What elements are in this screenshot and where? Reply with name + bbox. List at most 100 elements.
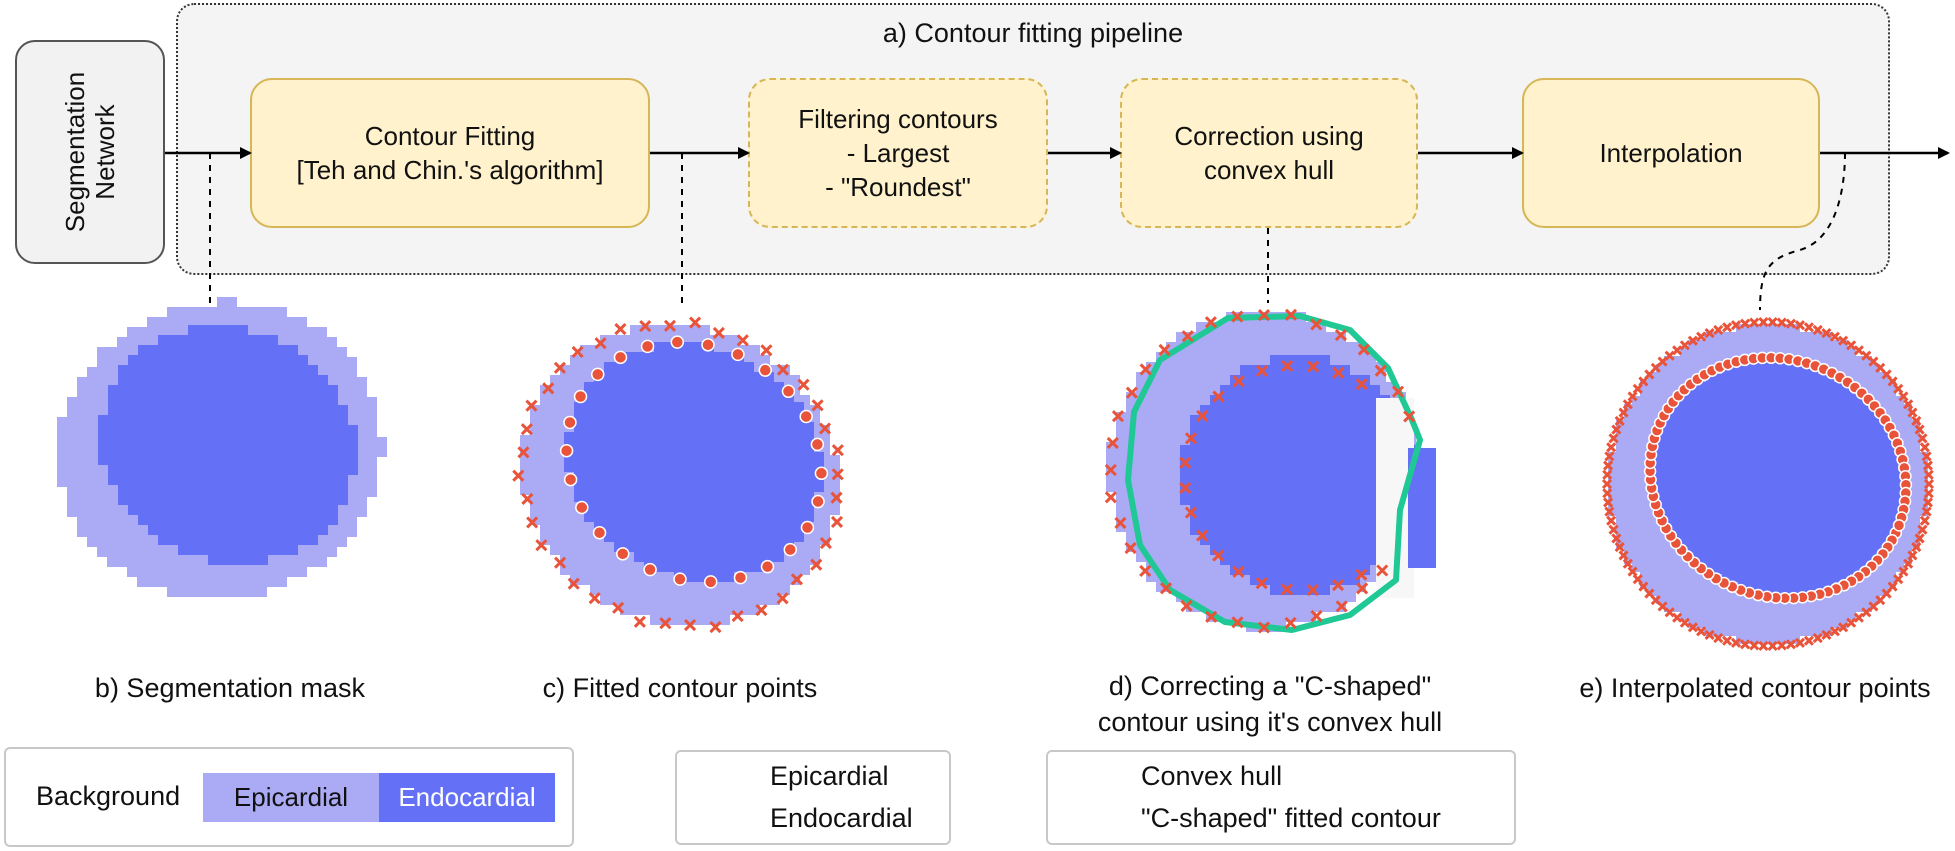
c-shaped-point [1180, 599, 1193, 613]
epicardial-point [1922, 497, 1934, 508]
panel-d-convex-hull-correction [1104, 308, 1436, 634]
epicardial-point [525, 399, 538, 412]
epicardial-point [1618, 407, 1629, 418]
epicardial-point [1749, 317, 1760, 328]
epicardial-point [1903, 558, 1914, 569]
c-shaped-point [1181, 330, 1194, 343]
endocardial-point [703, 575, 718, 589]
epicardial-point [1907, 407, 1918, 418]
c-shaped-point [1184, 506, 1197, 519]
c-shaped-point [1232, 565, 1245, 578]
c-shaped-point [1281, 359, 1294, 373]
c-shaped-point [1284, 308, 1298, 321]
epicardial-point [517, 446, 530, 459]
epicardial-point [521, 492, 534, 506]
step-interpolation: Interpolation [1522, 78, 1820, 228]
epicardial-point [1838, 335, 1849, 346]
c-shaped-point [1403, 410, 1416, 423]
epicardial-point [639, 320, 652, 333]
connector-to-panel-e [1759, 152, 1846, 311]
endocardial-point [733, 570, 748, 585]
epicardial-point [1776, 317, 1787, 328]
legend-endocardial-points-label: Endocardial [770, 803, 913, 833]
epicardial-point [1903, 399, 1914, 410]
epicardial-point [810, 558, 823, 571]
legend-regions: Background Epicardial Endocardial [4, 747, 574, 847]
epicardial-point [553, 361, 566, 374]
endocardial-point [1892, 519, 1906, 532]
endocardial-point [640, 339, 655, 354]
epicardial-point [1696, 626, 1707, 637]
c-shaped-point [1114, 516, 1127, 529]
epicardial-point [1767, 317, 1778, 328]
c-shaped-point [1356, 582, 1369, 595]
endocardial-point [673, 572, 687, 586]
epicardial-point [731, 610, 744, 623]
epicardial-point [633, 615, 646, 628]
c-shaped-point [1391, 385, 1405, 398]
epicardial-point [1846, 340, 1857, 351]
epicardial-point [614, 323, 627, 336]
epicardial-point [1785, 639, 1796, 650]
c-shaped-point [1310, 318, 1323, 331]
c-shaped-point [1255, 577, 1268, 590]
epicardial-point [1679, 340, 1690, 351]
epicardial-point [1919, 515, 1930, 526]
epicardial-point [542, 382, 555, 395]
epicardial-point [1672, 345, 1683, 356]
epicardial-point [831, 444, 844, 457]
epicardial-point [1606, 442, 1617, 453]
legend-endocardial-label: Endocardial [398, 782, 536, 812]
c-shaped-point [1104, 491, 1117, 504]
c-shaped-point [1332, 366, 1345, 379]
epicardial-point [1821, 327, 1832, 339]
epicardial-point [1812, 324, 1823, 335]
epicardial-point [1730, 637, 1742, 648]
epicardial-point [797, 378, 810, 391]
epicardial-point [1758, 317, 1769, 328]
epicardial-point [1914, 533, 1925, 544]
pipeline-title: a) Contour fitting pipeline [882, 18, 1184, 48]
epicardial-point [755, 603, 768, 617]
c-shaped-point [1376, 564, 1389, 577]
step-correction: Correction using convex hull [1120, 78, 1418, 228]
epicardial-point [830, 515, 844, 529]
c-shaped-point [1257, 621, 1271, 634]
endocardial-region [98, 325, 358, 565]
epicardial-point [1713, 633, 1724, 644]
convex-hull [1125, 313, 1423, 633]
legend-endocardial-swatch: Endocardial [379, 773, 555, 822]
epicardial-point [1923, 469, 1934, 480]
c-shaped-point [1231, 310, 1244, 323]
legend-hull: Convex hull "C-shaped" fitted contour [1046, 750, 1516, 845]
c-shaped-point [1179, 456, 1192, 469]
epicardial-point [594, 337, 607, 350]
epicardial-point [1627, 391, 1638, 402]
epicardial-point [1632, 574, 1643, 585]
caption-panel-d: d) Correcting a "C-shaped" contour using… [1060, 668, 1480, 740]
c-shaped-point [1212, 390, 1225, 403]
epicardial-point [1758, 640, 1769, 651]
legend-epicardial-label: Epicardial [233, 782, 349, 812]
epicardial-point [1829, 626, 1840, 637]
epicardial-point [1602, 488, 1613, 499]
epicardial-point [663, 319, 677, 332]
endocardial-point [575, 500, 589, 515]
epicardial-point [1730, 320, 1742, 331]
epicardial-point [1794, 637, 1806, 648]
epicardial-point [790, 573, 804, 586]
epicardial-point [811, 399, 824, 412]
epicardial-point [1821, 629, 1832, 641]
epicardial-point [1923, 478, 1935, 490]
step-line: Filtering contours [798, 104, 998, 134]
epicardial-point [1614, 415, 1625, 426]
step-line: Correction using [1174, 121, 1364, 151]
c-shaped-point [1334, 328, 1347, 342]
c-shaped-point [1111, 410, 1125, 423]
epicardial-point [1604, 451, 1615, 462]
caption-panel-b: b) Segmentation mask [20, 670, 440, 706]
epicardial-point [1604, 506, 1615, 517]
endocardial-point [758, 363, 773, 377]
c-shaped-point [1284, 616, 1297, 630]
caption-line: b) Segmentation mask [94, 673, 366, 703]
